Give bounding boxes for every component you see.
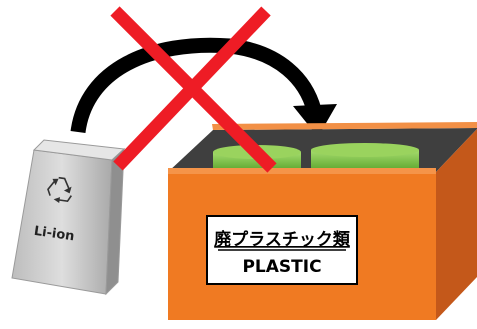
curved-arrow-icon: [70, 37, 337, 137]
battery-label: Li-ion: [33, 224, 75, 245]
bin-label-jp: 廃プラスチック類: [214, 229, 351, 250]
bin-side: [436, 129, 477, 320]
plastic-bin: 廃プラスチック類 PLASTIC: [168, 122, 477, 320]
prohibited-cross-icon: [110, 6, 277, 173]
li-ion-battery: Li-ion: [11, 139, 126, 296]
recycle-icon: [47, 176, 72, 204]
bin-label-en: PLASTIC: [242, 257, 321, 277]
